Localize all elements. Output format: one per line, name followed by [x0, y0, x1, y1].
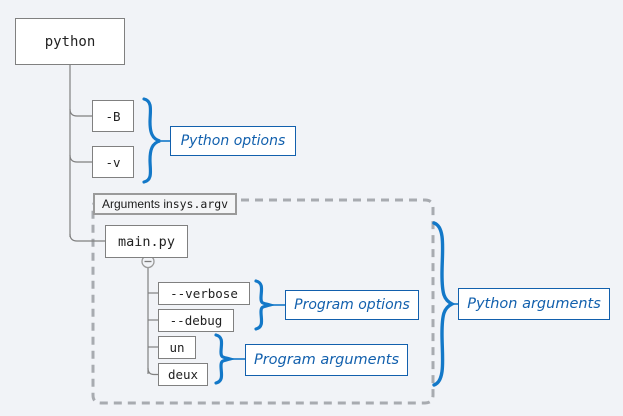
connector-to-main-py	[69, 233, 105, 242]
node-python[interactable]: python	[15, 18, 125, 65]
callout-python-options: Python options	[170, 126, 296, 156]
node-dash-v[interactable]: -v	[92, 146, 134, 178]
brace-program-arguments	[214, 333, 245, 385]
node-un[interactable]: un	[158, 336, 196, 359]
node-debug[interactable]: --debug	[158, 309, 234, 332]
brace-program-options	[254, 279, 285, 331]
sys-argv-group-label: Arguments in sys.argv	[93, 193, 238, 215]
callout-program-arguments: Program arguments	[245, 344, 408, 376]
brace-python-options	[142, 97, 170, 184]
brace-python-arguments	[432, 221, 458, 387]
connector-to-deux	[147, 367, 158, 376]
node-main-py[interactable]: main.py	[105, 225, 188, 258]
connector-to-dash-v	[69, 154, 92, 163]
connector-to-dash-b	[69, 108, 92, 117]
node-dash-b[interactable]: -B	[92, 100, 134, 132]
callout-program-options: Program options	[285, 290, 419, 320]
group-label-prefix: Arguments in	[102, 197, 173, 211]
group-label-code: sys.argv	[172, 197, 229, 211]
node-deux[interactable]: deux	[158, 363, 208, 386]
callout-python-arguments: Python arguments	[458, 288, 610, 320]
node-verbose[interactable]: --verbose	[158, 282, 250, 305]
